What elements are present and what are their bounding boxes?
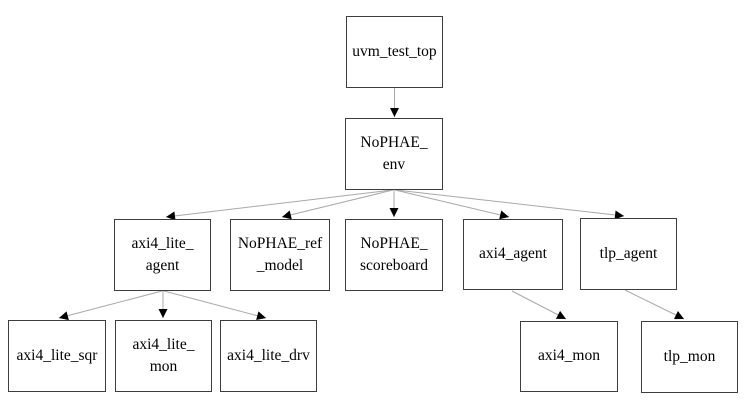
node-axi4-agent: axi4_agent: [463, 219, 563, 290]
edge-axi4-to-mon: [511, 290, 567, 320]
node-label-axi4-lite-mon: axi4_lite_ mon: [132, 335, 195, 375]
node-axi4-lite-drv: axi4_lite_drv: [220, 320, 317, 392]
node-label-nophae-ref-model: NoPHAE_ref _model: [237, 234, 323, 274]
node-nophae-scoreboard: NoPHAE_ scoreboard: [345, 219, 443, 291]
node-tlp-agent: tlp_agent: [580, 218, 677, 290]
node-axi4-lite-sqr: axi4_lite_sqr: [8, 320, 106, 392]
node-label-axi4-mon: axi4_mon: [538, 347, 600, 365]
edge-env-to-tlp-agent: [395, 189, 625, 220]
node-axi4-lite-mon: axi4_lite_ mon: [115, 320, 212, 392]
node-axi4-lite-agent: axi4_lite_ agent: [114, 219, 211, 291]
node-nophae-env: NoPHAE_ env: [345, 118, 443, 190]
edge-env-to-axi4-agent: [394, 189, 510, 220]
node-label-axi4-agent: axi4_agent: [478, 245, 547, 263]
edge-env-to-lite-agent: [165, 189, 393, 221]
node-label-tlp-mon: tlp_mon: [663, 347, 716, 365]
edge-agent-to-sqr: [58, 290, 163, 321]
edge-agent-to-drv: [163, 290, 267, 321]
node-label-nophae-env: NoPHAE_ env: [360, 133, 428, 173]
node-label-uvm-test-top: uvm_test_top: [352, 42, 437, 60]
node-axi4-mon: axi4_mon: [520, 321, 618, 392]
edge-env-to-ref-model: [281, 189, 394, 220]
node-label-tlp-agent: tlp_agent: [599, 244, 658, 262]
node-uvm-test-top: uvm_test_top: [346, 16, 443, 88]
node-label-axi4-lite-drv: axi4_lite_drv: [227, 346, 310, 364]
node-label-axi4-lite-agent: axi4_lite_ agent: [131, 234, 194, 274]
node-tlp-mon: tlp_mon: [641, 321, 738, 393]
node-nophae-ref-model: NoPHAE_ref _model: [230, 219, 330, 291]
edge-tlp-to-mon: [624, 289, 685, 320]
node-label-axi4-lite-sqr: axi4_lite_sqr: [16, 346, 98, 364]
node-label-nophae-scoreboard: NoPHAE_ scoreboard: [360, 234, 428, 274]
